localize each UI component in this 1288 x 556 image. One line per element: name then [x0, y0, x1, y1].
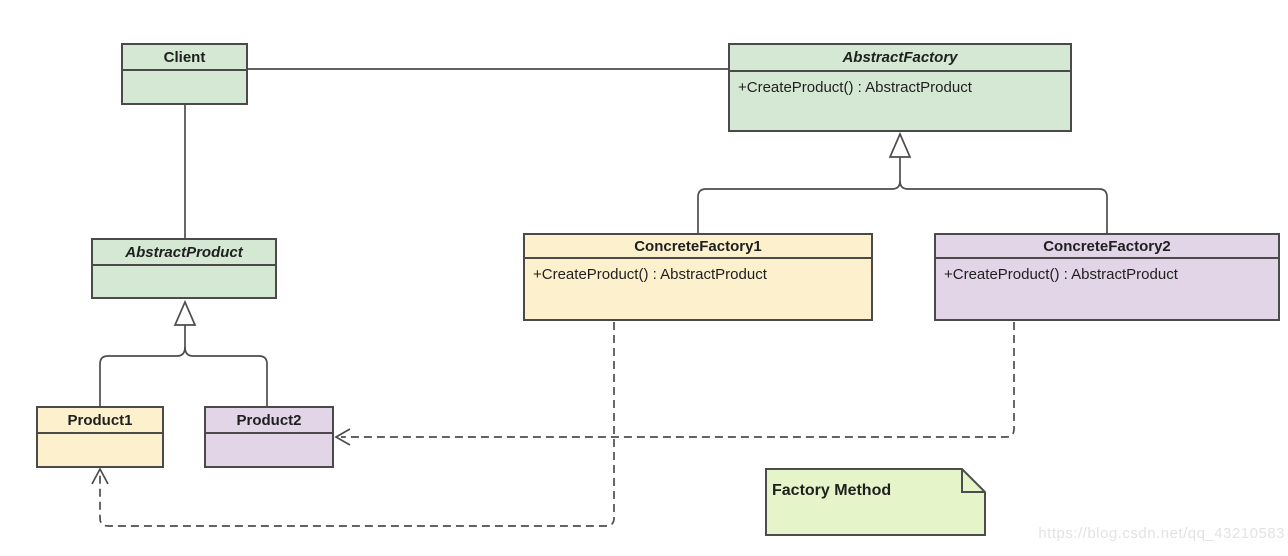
class-box-product1: Product1	[36, 406, 164, 468]
class-box-product2: Product2	[204, 406, 334, 468]
class-title: ConcreteFactory2	[936, 235, 1278, 259]
class-box-concretefactory2: ConcreteFactory2 +CreateProduct() : Abst…	[934, 233, 1280, 321]
class-body: +CreateProduct() : AbstractProduct	[525, 259, 871, 319]
edge-concretefactory2-generalization	[899, 180, 1108, 233]
edge-product1-generalization	[99, 346, 186, 406]
class-title: AbstractProduct	[93, 240, 275, 266]
note-fold-corner	[961, 469, 985, 493]
arrowhead-product2	[334, 428, 351, 446]
class-method: +CreateProduct() : AbstractProduct	[533, 266, 767, 283]
note-label: Factory Method	[772, 482, 892, 499]
class-body: +CreateProduct() : AbstractProduct	[730, 72, 1070, 130]
class-body-empty	[93, 266, 275, 297]
edge-product2-generalization	[184, 346, 268, 406]
edge-concretefactory1-generalization	[697, 180, 901, 233]
class-method: +CreateProduct() : AbstractProduct	[944, 266, 1178, 283]
note-shape	[765, 468, 986, 536]
class-box-abstractproduct: AbstractProduct	[91, 238, 277, 299]
watermark-url: https://blog.csdn.net/qq_43210583	[1038, 525, 1285, 542]
class-box-abstractfactory: AbstractFactory +CreateProduct() : Abstr…	[728, 43, 1072, 132]
class-body: +CreateProduct() : AbstractProduct	[936, 259, 1278, 319]
edge-concretefactory2-product2-dashed	[341, 322, 1015, 438]
generalization-triangle-abstractproduct	[173, 299, 197, 326]
generalization-triangle-abstractfactory	[888, 131, 912, 158]
edge-concretefactory1-product1-dashed	[99, 322, 615, 527]
class-box-concretefactory1: ConcreteFactory1 +CreateProduct() : Abst…	[523, 233, 873, 321]
class-body-empty	[123, 71, 246, 103]
arrowhead-product1	[91, 467, 109, 485]
class-title: Client	[123, 45, 246, 71]
class-method: +CreateProduct() : AbstractProduct	[738, 79, 972, 96]
class-body-empty	[206, 434, 332, 466]
class-title: Product2	[206, 408, 332, 434]
class-title: Product1	[38, 408, 162, 434]
class-title: AbstractFactory	[730, 45, 1070, 72]
class-title: ConcreteFactory1	[525, 235, 871, 259]
class-box-client: Client	[121, 43, 248, 105]
class-body-empty	[38, 434, 162, 466]
